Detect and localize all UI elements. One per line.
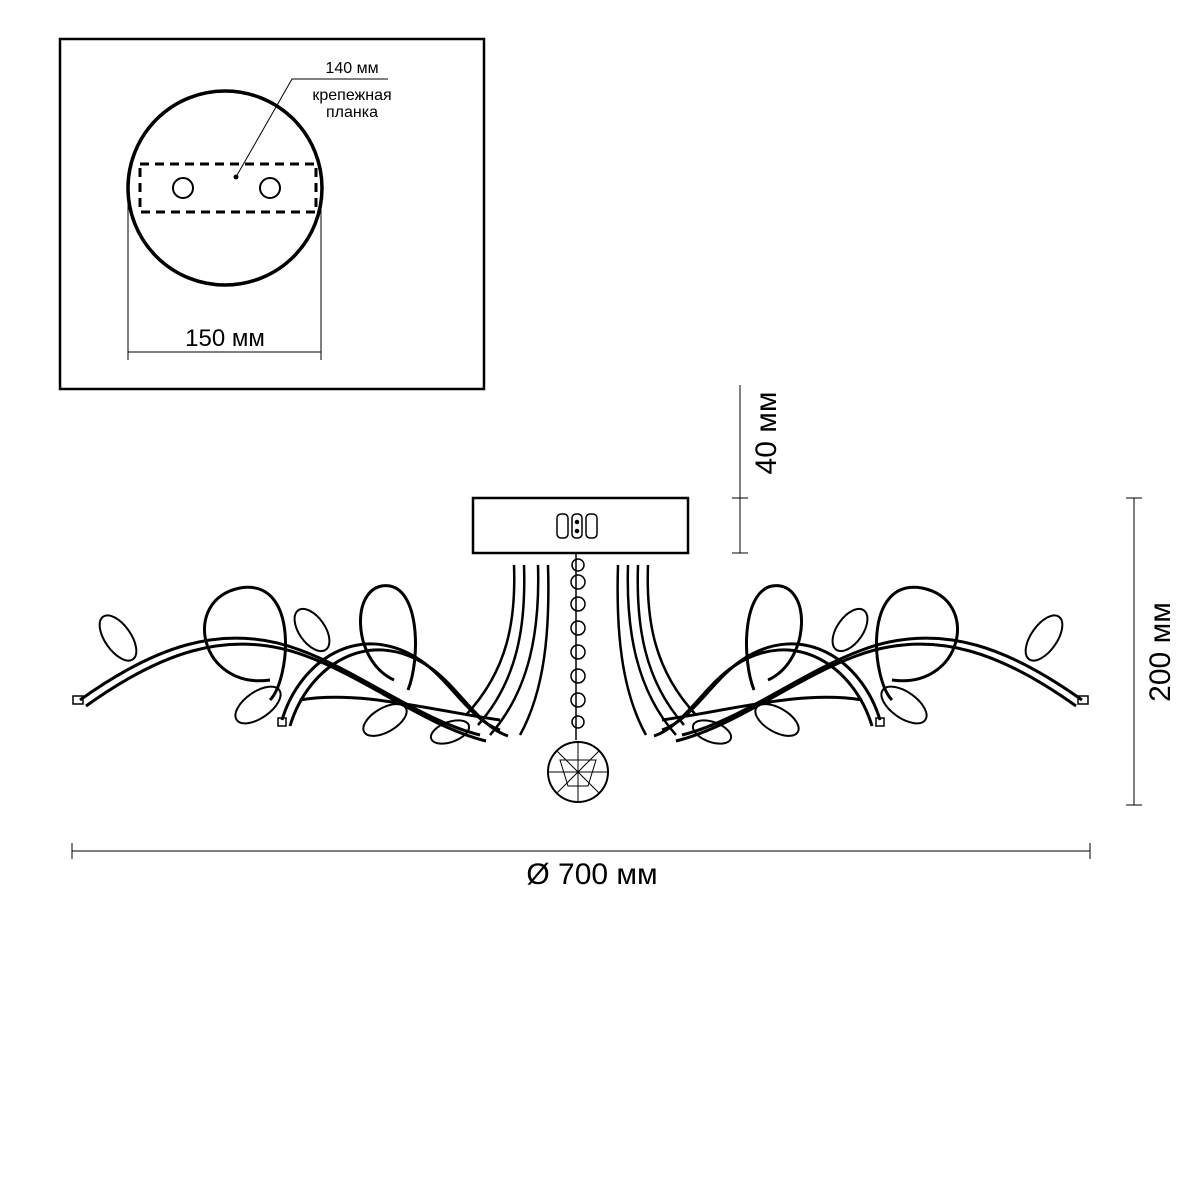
left-arms	[79, 584, 509, 743]
canopy-height-label: 40 мм	[750, 392, 783, 475]
canopy-diameter-label: 150 мм	[185, 325, 265, 352]
canopy-badge	[556, 513, 598, 539]
total-height-dimension	[1126, 497, 1142, 806]
canopy	[471, 496, 690, 555]
plate-leader-line	[235, 78, 388, 178]
canopy-circle	[126, 89, 324, 287]
mount-detail-inset: 140 мм крепежная планка 150 мм	[58, 37, 486, 391]
plate-name-line2: планка	[326, 104, 378, 121]
right-arms	[653, 584, 1083, 743]
chandelier-side-view	[72, 496, 1089, 803]
leaf-crystals	[98, 607, 1064, 745]
diameter-label: Ø 700 мм	[526, 858, 657, 891]
crystal-chain	[570, 553, 586, 740]
plate-width-label: 140 мм	[325, 60, 378, 77]
center-stems	[465, 564, 697, 736]
mounting-plate	[138, 162, 318, 214]
plate-screw-hole-right	[259, 177, 281, 199]
inset-frame	[58, 37, 486, 391]
canopy-height-dimension	[732, 385, 748, 554]
arm-tips	[72, 695, 1089, 727]
plate-name-line1: крепежная	[312, 87, 391, 104]
plate-screw-hole-left	[172, 177, 194, 199]
diameter-dimension	[71, 843, 1091, 859]
crystal-ball	[547, 741, 609, 803]
total-height-label: 200 мм	[1144, 602, 1177, 702]
